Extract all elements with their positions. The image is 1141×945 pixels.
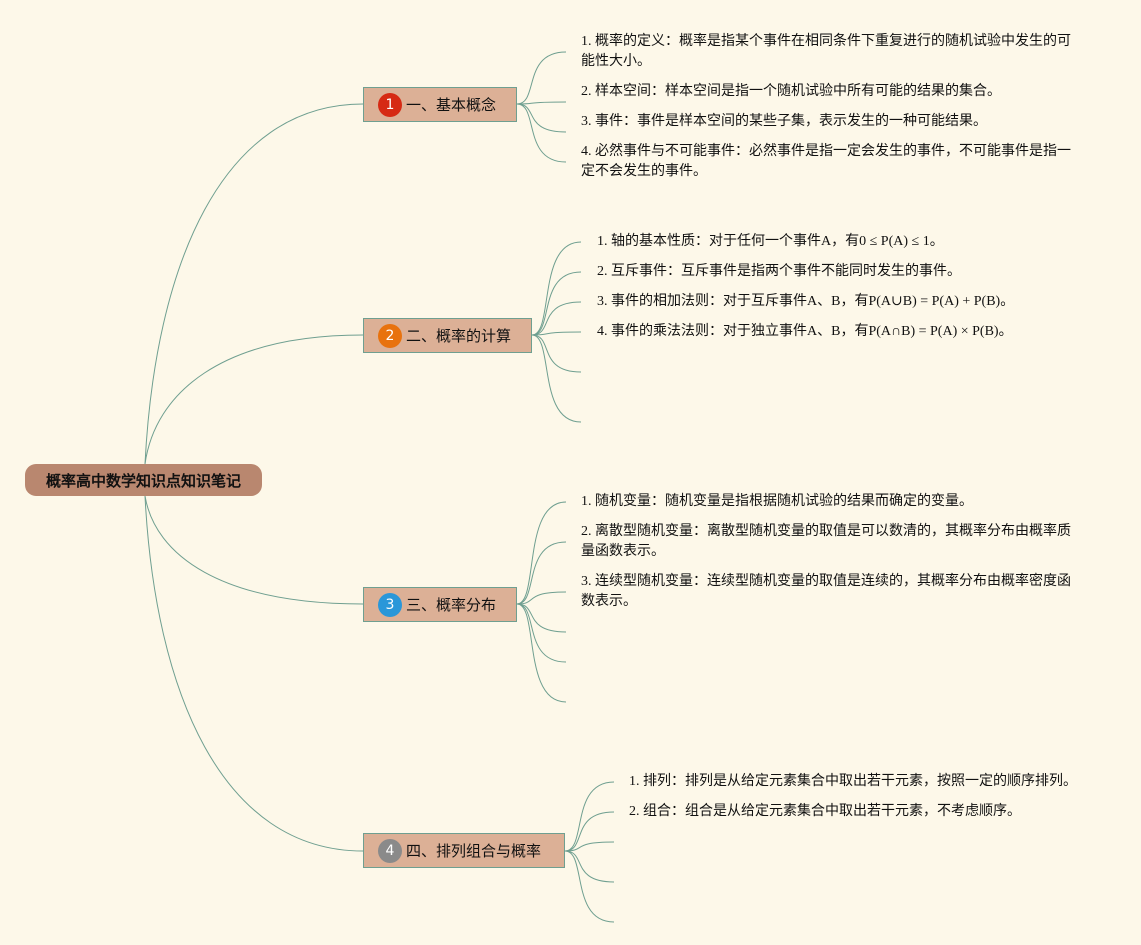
leaf-connector-line [564, 811, 615, 852]
leaf-connector-line [531, 241, 582, 336]
leaf-connector-line [516, 103, 567, 163]
leaf-connector-line [531, 334, 582, 423]
leaf-connector-line [516, 603, 567, 663]
branch-basic-concepts[interactable]: 1 一、基本概念 [363, 87, 517, 122]
leaf-connector-line [516, 603, 567, 633]
leaf-connector-line [531, 331, 582, 336]
leaf-item[interactable]: 1. 概率的定义：概率是指某个事件在相同条件下重复进行的随机试验中发生的可能性大… [581, 34, 1071, 69]
leaf-connector-line [516, 501, 567, 605]
leaf-item[interactable]: 4. 必然事件与不可能事件：必然事件是指一定会发生的事件，不可能事件是指一定不会… [581, 144, 1071, 179]
leaf-connector-line [531, 334, 582, 373]
leaf-connector-line [516, 103, 567, 133]
leaf-connector-line [516, 101, 567, 105]
leaf-item[interactable]: 1. 轴的基本性质：对于任何一个事件A，有0 ≤ P(A) ≤ 1。 [597, 234, 944, 249]
root-to-branch-2-line [144, 334, 364, 465]
leaf-connector-line [564, 850, 615, 923]
leaf-connector-line [516, 541, 567, 605]
leaf-connector-line [564, 850, 615, 883]
leaf-connector-line [516, 51, 567, 105]
root-to-branch-3-line [144, 495, 364, 605]
root-to-branch-1-line [144, 103, 364, 465]
branch-probability-calculation[interactable]: 2 二、概率的计算 [363, 318, 532, 353]
leaf-connector-line [564, 781, 615, 852]
leaf-connector-line [516, 591, 567, 605]
leaf-connector-line [516, 603, 567, 703]
leaf-item[interactable]: 2. 组合：组合是从给定元素集合中取出若干元素，不考虑顺序。 [629, 804, 1021, 819]
leaf-item[interactable]: 1. 随机变量：随机变量是指根据随机试验的结果而确定的变量。 [581, 494, 973, 509]
branch-label: 三、概率分布 [406, 596, 497, 614]
root-to-branch-4-line [144, 495, 364, 852]
leaf-connector-line [531, 301, 582, 336]
branch-label: 四、排列组合与概率 [406, 842, 542, 860]
leaf-item[interactable]: 2. 离散型随机变量：离散型随机变量的取值是可以数清的，其概率分布由概率质量函数… [581, 524, 1071, 559]
leaf-item[interactable]: 1. 排列：排列是从给定元素集合中取出若干元素，按照一定的顺序排列。 [629, 774, 1077, 789]
root-topic-label: 概率高中数学知识点知识笔记 [45, 471, 241, 490]
leaf-item[interactable]: 2. 互斥事件：互斥事件是指两个事件不能同时发生的事件。 [597, 264, 961, 279]
leaf-connector-line [564, 841, 615, 852]
root-topic[interactable]: 概率高中数学知识点知识笔记 [25, 464, 262, 496]
branch-permutation-combination[interactable]: 4 四、排列组合与概率 [363, 833, 565, 868]
leaf-item[interactable]: 2. 样本空间：样本空间是指一个随机试验中所有可能的结果的集合。 [581, 84, 1001, 99]
number-badge-2-icon: 2 [378, 323, 402, 348]
branch-label: 二、概率的计算 [406, 327, 512, 345]
leaf-connector-line [531, 271, 582, 336]
number-badge-3-icon: 3 [378, 592, 402, 617]
number-badge-4-icon: 4 [378, 838, 402, 863]
branch-label: 一、基本概念 [406, 96, 497, 114]
leaf-item[interactable]: 4. 事件的乘法法则：对于独立事件A、B，有P(A∩B) = P(A) × P(… [597, 324, 1013, 339]
number-badge-1-icon: 1 [378, 92, 402, 117]
branch-probability-distribution[interactable]: 3 三、概率分布 [363, 587, 517, 622]
leaf-item[interactable]: 3. 事件：事件是样本空间的某些子集，表示发生的一种可能结果。 [581, 114, 987, 129]
leaf-item[interactable]: 3. 连续型随机变量：连续型随机变量的取值是连续的，其概率分布由概率密度函数表示… [581, 574, 1071, 609]
leaf-item[interactable]: 3. 事件的相加法则：对于互斥事件A、B，有P(A∪B) = P(A) + P(… [597, 294, 1015, 309]
